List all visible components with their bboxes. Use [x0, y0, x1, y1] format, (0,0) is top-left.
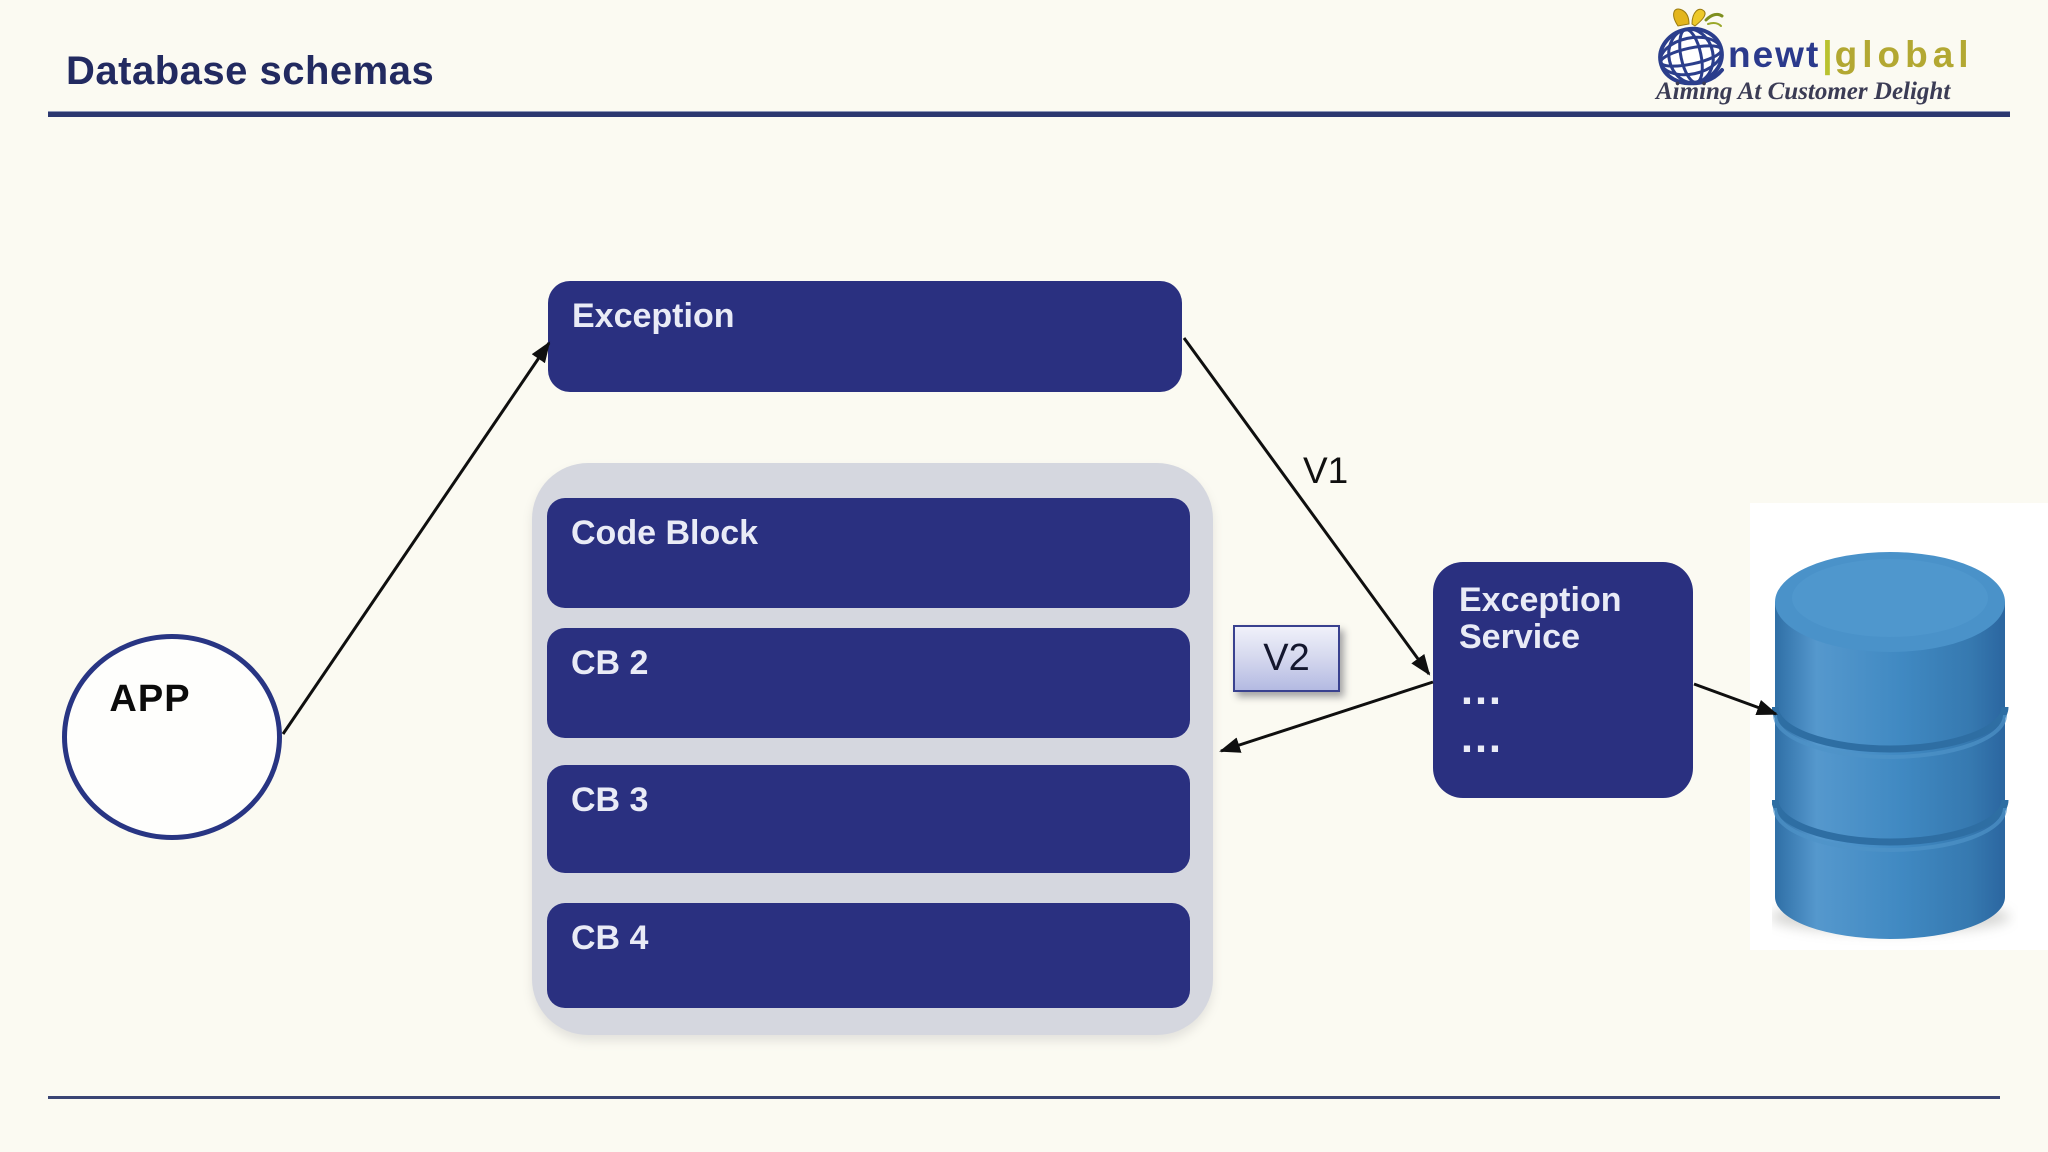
brand-divider-text: |	[1822, 34, 1833, 75]
header-divider	[48, 111, 2010, 117]
brand-primary-text: newt	[1728, 34, 1821, 75]
node-cb3: CB 3	[547, 765, 1190, 873]
edge-app-to-exception	[281, 341, 551, 735]
node-code-block: Code Block	[547, 498, 1190, 608]
node-app-label: APP	[109, 677, 191, 720]
brand-name: newt|global	[1728, 34, 1974, 76]
exception-service-ellipsis-2: …	[1459, 713, 1506, 763]
node-exception-label: Exception	[572, 297, 735, 335]
node-cb2: CB 2	[547, 628, 1190, 738]
node-cb4-label: CB 4	[571, 919, 649, 957]
node-exception-service: Exception Service … …	[1433, 562, 1693, 798]
company-logo: newt|global Aiming At Customer Delight	[1648, 4, 2008, 106]
database-cylinder-icon	[1772, 552, 2010, 939]
edge-label-v1: V1	[1303, 450, 1349, 491]
brand-secondary-text: global	[1834, 34, 1974, 75]
node-cb2-label: CB 2	[571, 644, 649, 682]
edge-exception-to-service-v1	[1182, 337, 1431, 676]
node-cb3-label: CB 3	[571, 781, 649, 819]
node-exception-service-label: Exception Service	[1459, 581, 1622, 656]
code-block-group: Code Block CB 2 CB 3 CB 4	[532, 463, 1213, 1035]
brand-tagline: Aiming At Customer Delight	[1656, 78, 1951, 105]
exception-service-ellipsis-1: …	[1459, 665, 1506, 715]
page-title: Database schemas	[66, 48, 435, 93]
node-cb4: CB 4	[547, 903, 1190, 1008]
node-code-block-label: Code Block	[571, 514, 759, 552]
butterfly-icon	[1673, 8, 1724, 27]
node-exception: Exception	[548, 281, 1182, 392]
node-app: APP	[62, 634, 282, 840]
footer-divider	[48, 1096, 2000, 1099]
edge-label-v2-box: V2	[1233, 625, 1340, 692]
edge-service-to-codeblocks-v2	[1219, 680, 1434, 753]
globe-icon	[1658, 26, 1724, 86]
edge-label-v2: V2	[1263, 637, 1310, 679]
